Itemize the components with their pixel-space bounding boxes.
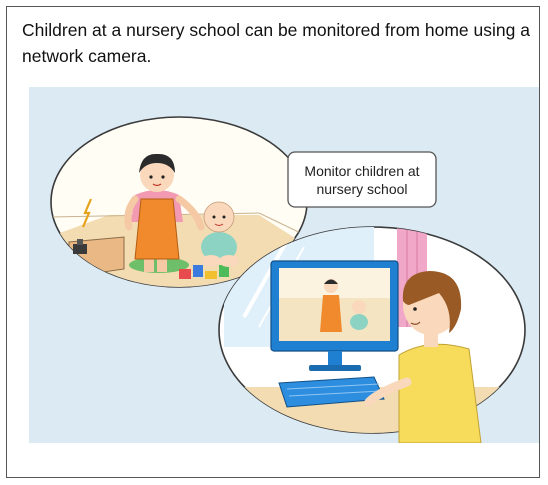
computer-monitor	[270, 260, 399, 371]
teacher-figure	[124, 153, 205, 272]
illustration-panel: Monitor children at nursery school	[29, 87, 539, 443]
illustration-scene	[50, 116, 526, 443]
speech-bubble	[287, 151, 437, 208]
parent-figure	[364, 271, 482, 443]
wifi-signal-icon	[81, 198, 93, 228]
illustration-frame: Children at a nursery school can be moni…	[6, 6, 540, 478]
speech-bubble-text: Monitor children at nursery school	[304, 162, 420, 197]
caption-text: Children at a nursery school can be moni…	[22, 20, 530, 66]
network-camera-icon	[73, 239, 87, 254]
keyboard	[278, 376, 385, 408]
baby-figure	[201, 201, 239, 267]
